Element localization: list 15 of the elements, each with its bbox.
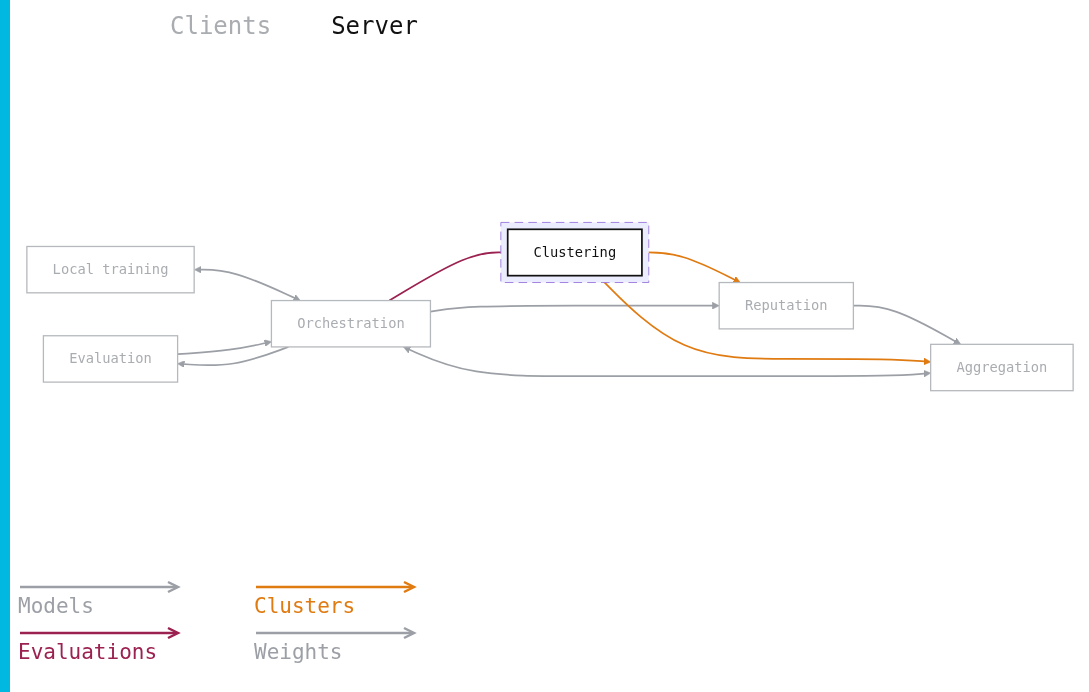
node-box: Evaluation xyxy=(42,335,179,383)
legend-label: Clusters xyxy=(254,594,357,618)
node-box: Aggregation xyxy=(930,343,1074,392)
legend-label: Weights xyxy=(254,640,344,664)
legend-label: Models xyxy=(18,594,95,618)
node-box: Orchestration xyxy=(270,299,432,348)
node-box: Reputation xyxy=(718,281,855,330)
arrow xyxy=(177,346,290,368)
arrow xyxy=(403,346,931,378)
node-label: Clustering xyxy=(533,243,617,261)
legend-label: Evaluations xyxy=(18,640,159,664)
node-box: Local training xyxy=(26,245,195,294)
section-label: Clients xyxy=(170,12,272,40)
section-label: Server xyxy=(331,12,418,40)
arrow xyxy=(194,265,301,302)
